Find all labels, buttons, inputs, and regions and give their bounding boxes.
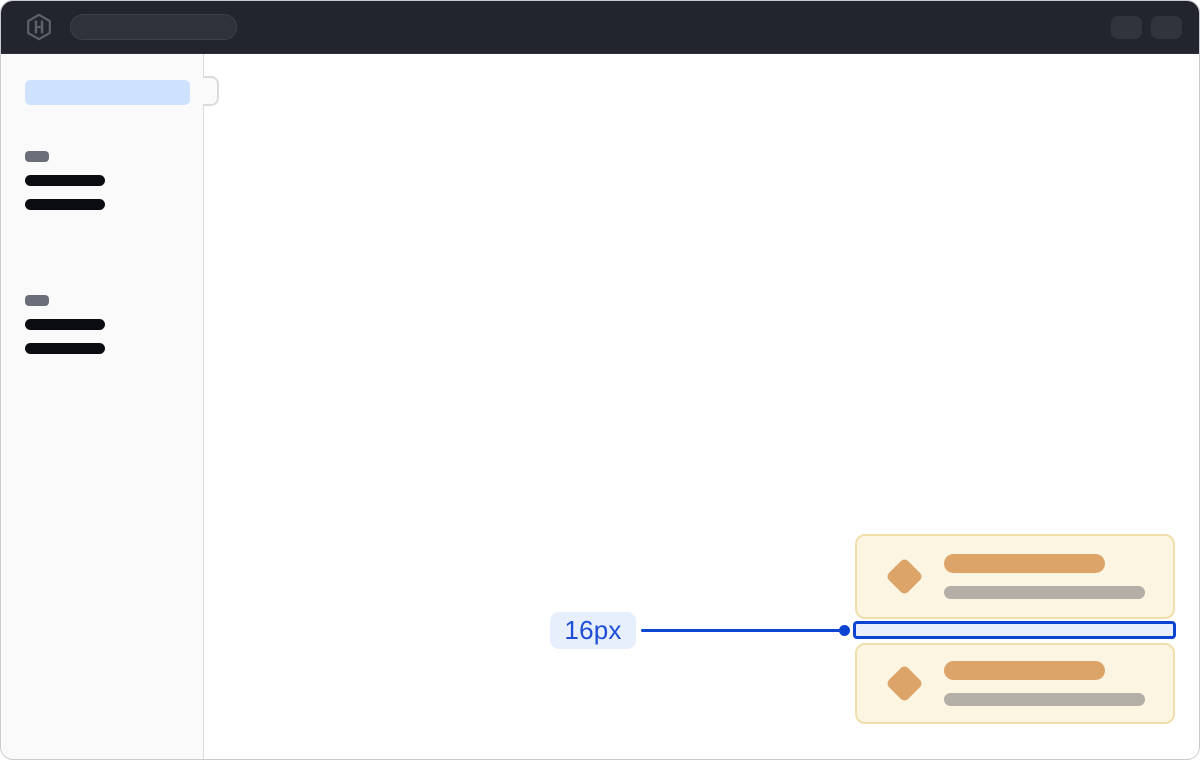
measurement-leader-dot <box>839 625 850 636</box>
card-subtitle-skeleton <box>944 586 1145 599</box>
sidebar-item-skeleton[interactable] <box>25 343 105 354</box>
diamond-icon <box>884 664 924 703</box>
sidebar-item-skeleton[interactable] <box>25 175 105 186</box>
sidebar-group-2-label-skeleton <box>25 295 49 306</box>
gap-highlight-box <box>853 621 1176 639</box>
measurement-label: 16px <box>550 612 636 649</box>
app-header <box>1 1 1199 54</box>
sidebar-item-skeleton[interactable] <box>25 199 105 210</box>
main-content <box>204 54 1199 759</box>
sidebar-collapse-handle[interactable] <box>203 76 219 106</box>
sidebar-group-1-label-skeleton <box>25 151 49 162</box>
content-area <box>1 54 1199 759</box>
sidebar-active-item-skeleton[interactable] <box>25 80 190 105</box>
list-item-card[interactable] <box>855 534 1175 619</box>
sidebar-item-skeleton[interactable] <box>25 319 105 330</box>
hashicorp-logo-icon <box>25 13 53 41</box>
header-action-placeholder-2[interactable] <box>1151 15 1182 39</box>
header-action-placeholder-1[interactable] <box>1111 15 1142 39</box>
card-text-skeletons <box>944 554 1145 599</box>
card-subtitle-skeleton <box>944 693 1145 706</box>
sidebar <box>1 54 219 759</box>
diamond-icon <box>884 557 924 596</box>
list-item-card[interactable] <box>855 643 1175 724</box>
card-title-skeleton <box>944 554 1105 573</box>
measurement-leader-line <box>641 629 843 632</box>
header-nav-placeholder[interactable] <box>70 14 237 40</box>
card-title-skeleton <box>944 661 1105 680</box>
card-text-skeletons <box>944 661 1145 706</box>
